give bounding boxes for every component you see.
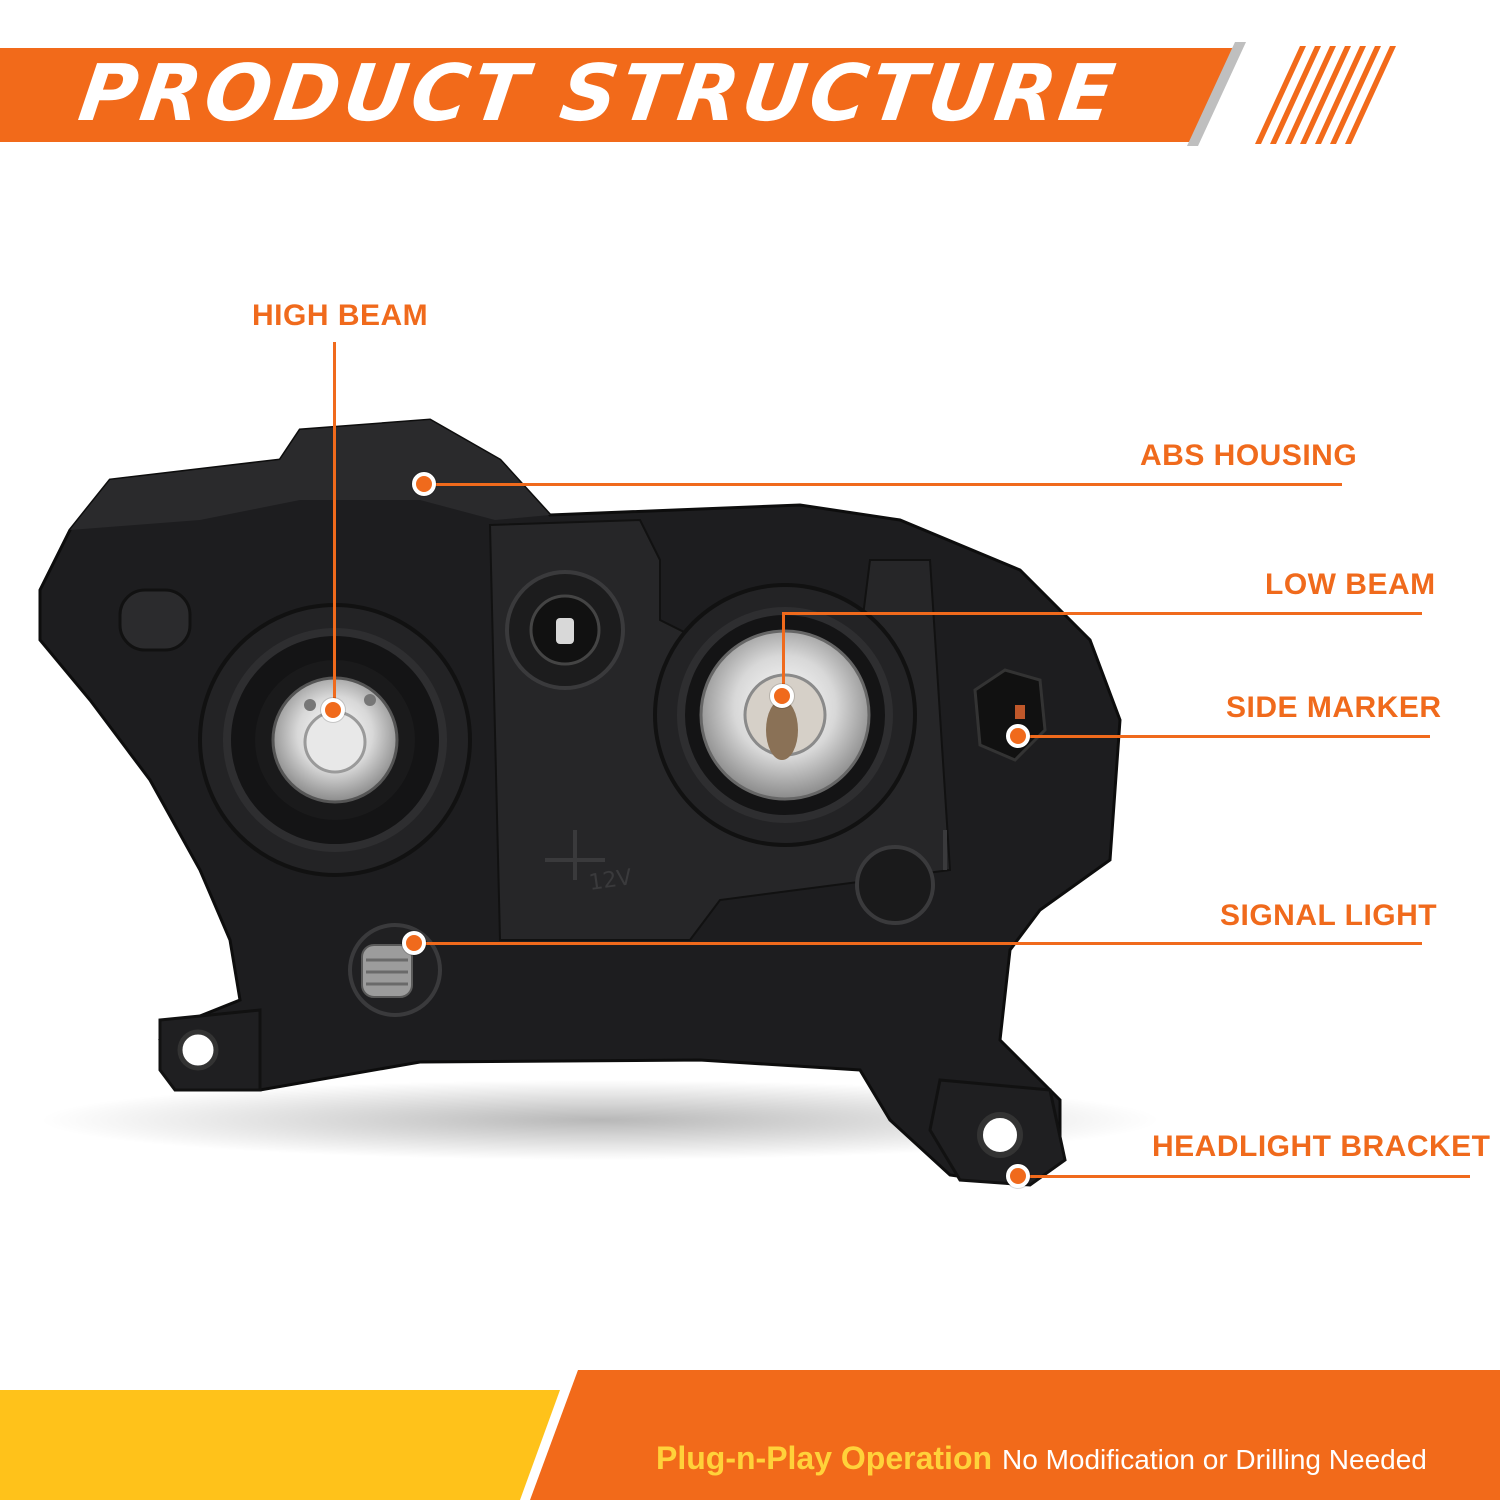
left-mount-tab — [158, 1008, 262, 1092]
callout-line-side-marker — [1026, 735, 1430, 738]
callout-line-headlight-bracket — [1028, 1175, 1470, 1178]
page-title: PRODUCT STRUCTURE — [73, 49, 1124, 139]
adjuster-knob — [855, 845, 935, 925]
headlight-illustration: 12V — [38, 418, 1160, 1187]
callout-line-low-beam-vertical — [782, 612, 785, 684]
header-stripes-decoration — [1255, 46, 1396, 144]
callout-line-high-beam — [333, 342, 336, 708]
callout-dot-abs-housing — [412, 472, 436, 496]
callout-line-signal-light — [424, 942, 1422, 945]
signal-light-socket — [348, 923, 442, 1017]
header-banner — [0, 42, 1500, 148]
footer-banner-shape — [0, 1370, 1500, 1500]
low-beam-socket — [653, 583, 917, 847]
left-mount-knob — [118, 588, 192, 652]
high-beam-socket — [198, 603, 472, 877]
footer-banner: Plug-n-Play Operation No Modification or… — [0, 1370, 1500, 1500]
callout-label-abs-housing: ABS HOUSING — [1140, 439, 1358, 472]
callout-label-high-beam: HIGH BEAM — [252, 299, 429, 332]
callout-label-headlight-bracket: HEADLIGHT BRACKET — [1152, 1130, 1491, 1163]
callout-line-low-beam — [782, 612, 1422, 615]
footer-highlight-text: Plug-n-Play Operation — [656, 1440, 993, 1476]
callout-dot-high-beam — [321, 698, 345, 722]
footer-description-text: No Modification or Drilling Needed — [1002, 1444, 1427, 1475]
callout-label-signal-light: SIGNAL LIGHT — [1220, 899, 1438, 932]
callout-line-abs-housing — [432, 483, 1342, 486]
callout-dot-signal-light — [402, 931, 426, 955]
position-light-socket — [505, 570, 625, 690]
callout-label-low-beam: LOW BEAM — [1265, 568, 1436, 601]
callout-dot-low-beam — [770, 684, 794, 708]
callout-label-side-marker: SIDE MARKER — [1226, 691, 1442, 724]
header-banner-shape — [0, 42, 1396, 146]
callout-dot-headlight-bracket — [1006, 1164, 1030, 1188]
svg-text:12V: 12V — [587, 865, 633, 896]
callout-dot-side-marker — [1006, 724, 1030, 748]
headlight-bracket-tab — [928, 1078, 1067, 1187]
housing-top-ridge — [70, 420, 550, 530]
